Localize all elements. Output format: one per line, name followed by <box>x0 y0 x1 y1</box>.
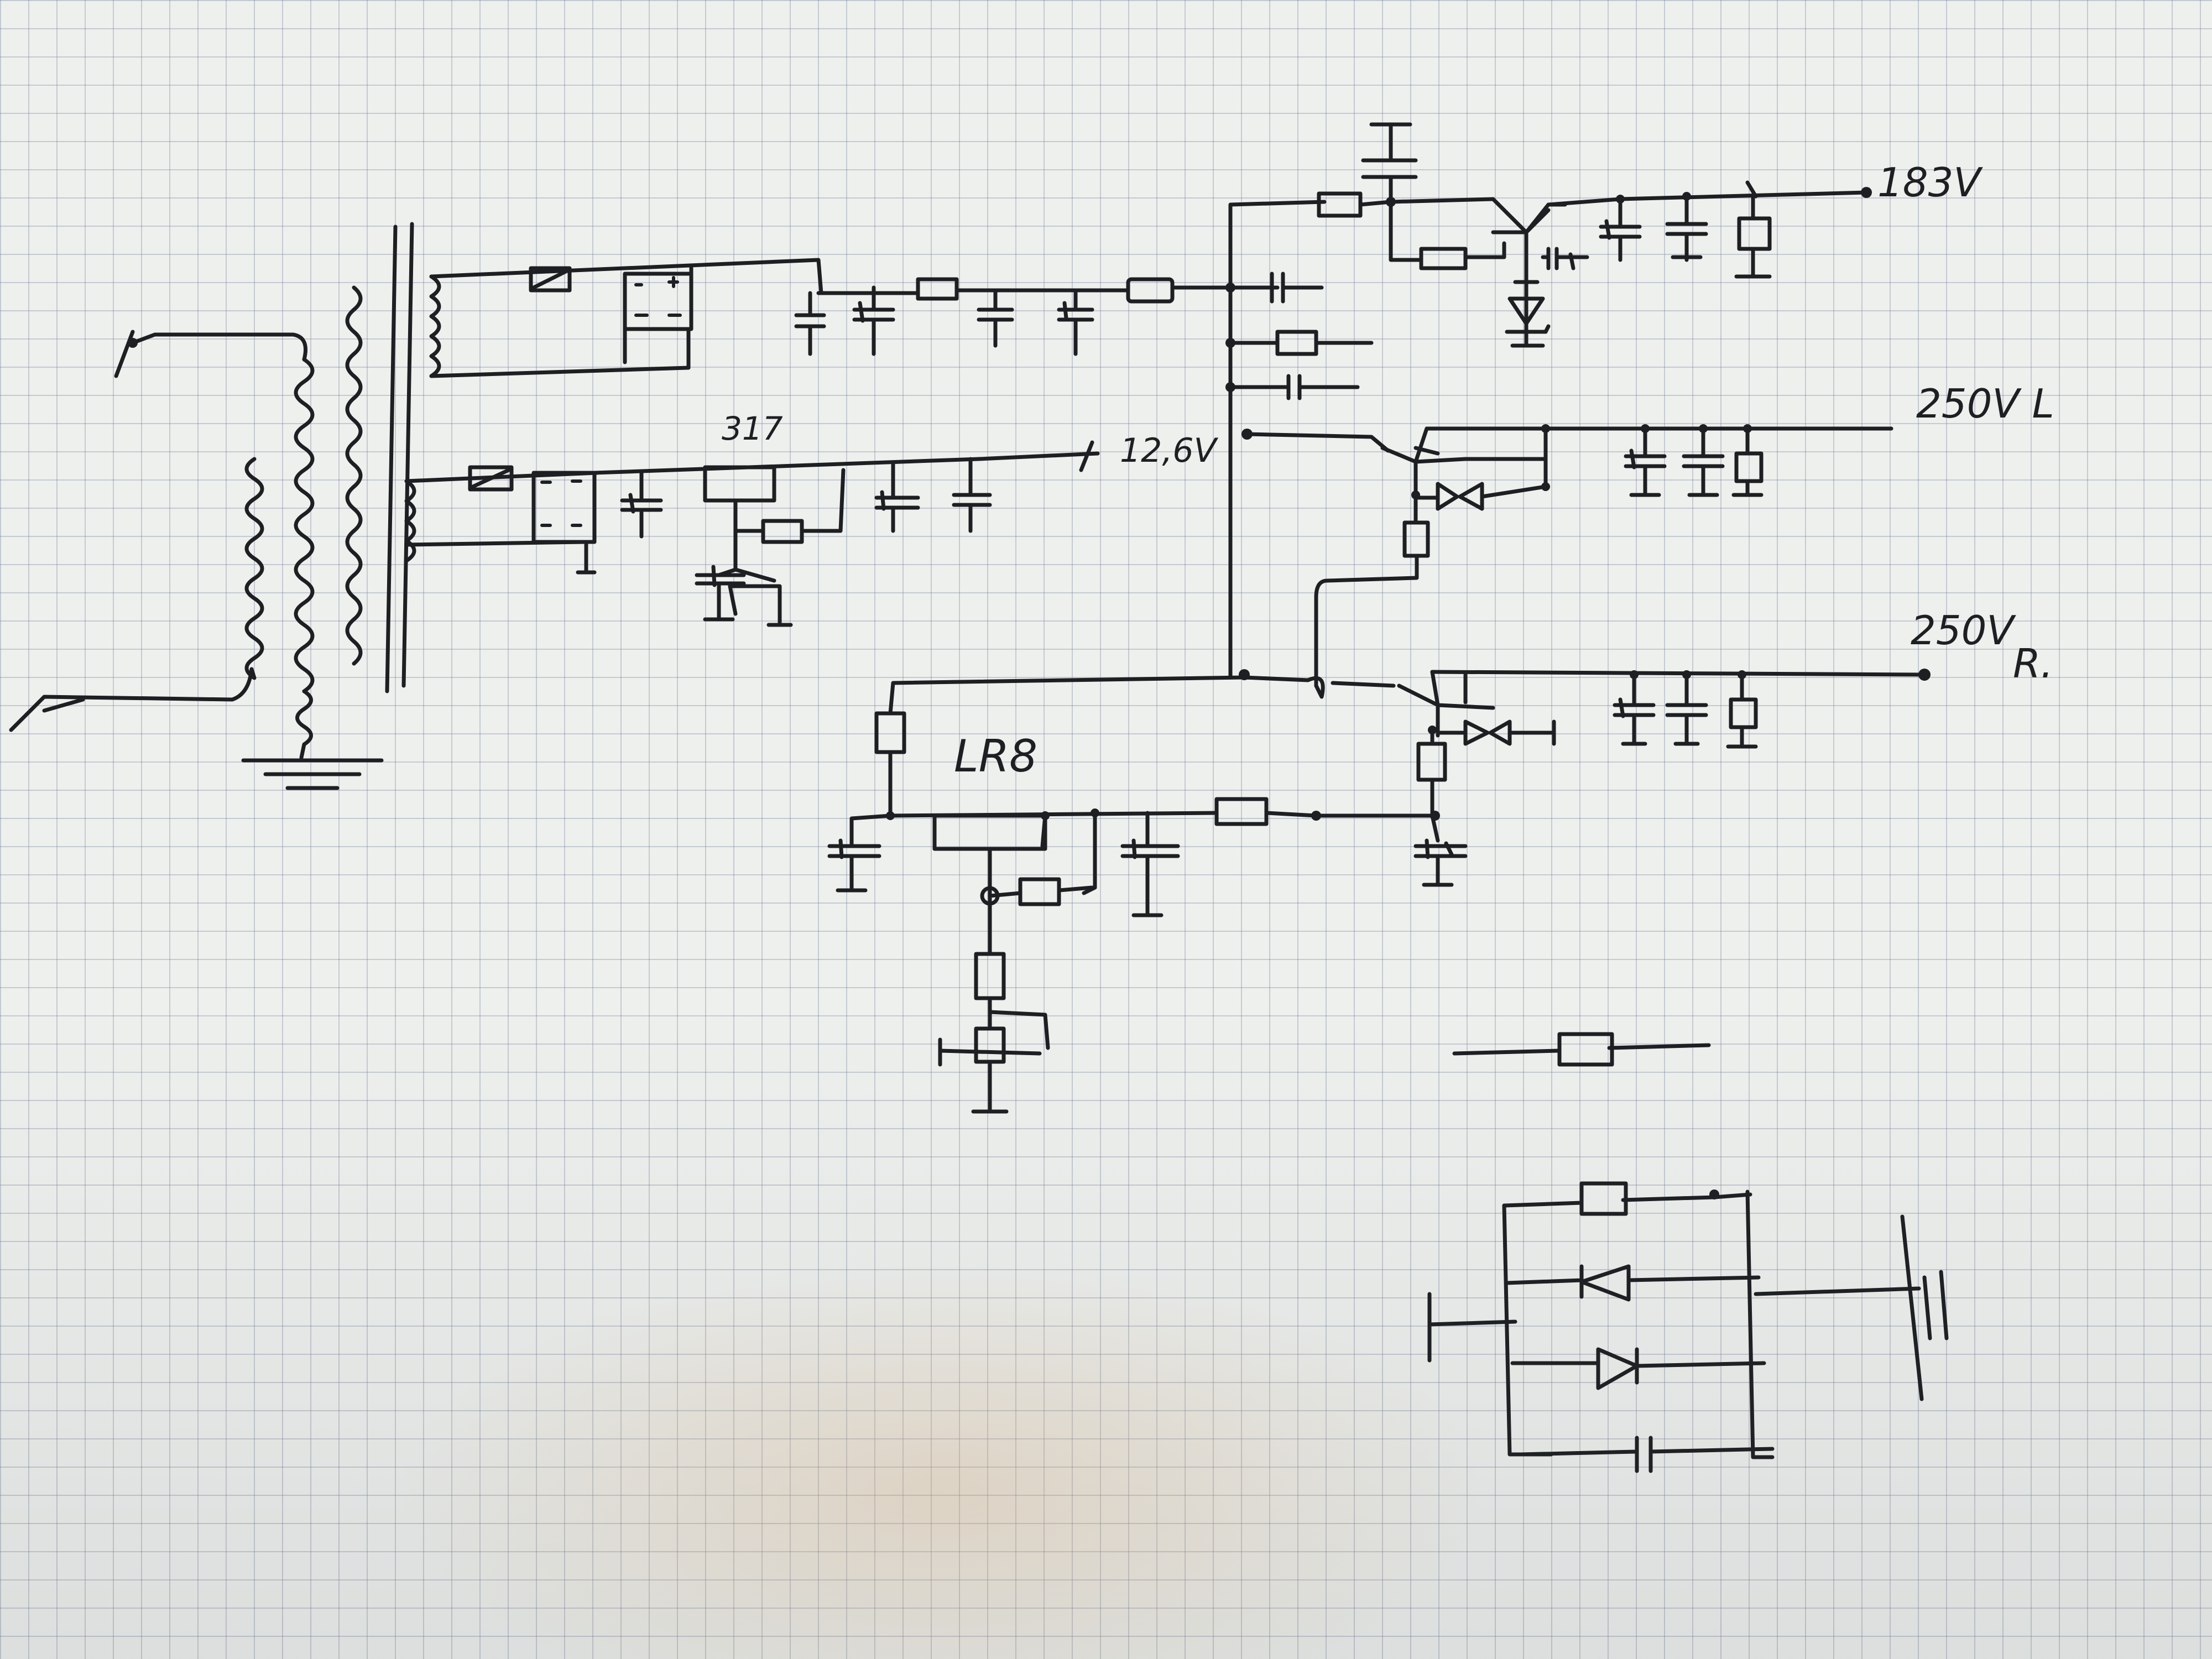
detail-network-capacitor <box>1519 1436 1775 1473</box>
heater-capacitor-1 <box>620 469 663 539</box>
lr8-section <box>827 675 1318 1114</box>
hv-bypass-cap-3 <box>1228 374 1360 400</box>
hv-bypass-cap-1 <box>1228 272 1324 304</box>
out250R-bleeder-resistor <box>1726 672 1758 749</box>
mains-lead-bottom <box>9 667 254 732</box>
ground-symbol <box>241 758 384 790</box>
reg183-output-line <box>1546 190 1869 207</box>
lr8-feed-line <box>888 675 1246 716</box>
label-250v-right-suffix: R. <box>2013 640 2053 687</box>
hv-capacitor-4 <box>1057 288 1094 356</box>
label-12-6v: 12,6V <box>1120 431 1219 470</box>
transformer-core-line-2 <box>401 222 414 688</box>
primary-winding-b <box>244 457 264 680</box>
heater-bridge-rectifier <box>531 471 597 544</box>
reg250L-mosfet <box>1380 426 1548 500</box>
heater-fuse <box>468 465 514 492</box>
reg250L-input <box>1245 426 1893 453</box>
hv-bottom-wire <box>429 366 691 378</box>
out183-capacitor-1 <box>1599 197 1642 262</box>
hv-top-wire <box>429 258 823 295</box>
regulator-adj-capacitor <box>695 565 793 627</box>
out183-terminal <box>1861 187 1872 198</box>
heater-bus <box>592 457 981 475</box>
lr8-set-resistor <box>1018 877 1061 906</box>
out183-capacitor-2 <box>1665 194 1708 262</box>
out250L-capacitor-1 <box>1624 426 1667 497</box>
detail-network-diode-1 <box>1505 1264 1761 1302</box>
lr8-adjust-trimmer <box>974 1026 1006 1064</box>
heater-capacitor-2 <box>874 462 920 533</box>
mains-lead-top-tick <box>114 330 135 378</box>
hv-capacitor-1 <box>794 291 826 356</box>
hv-capacitor-3 <box>977 288 1014 348</box>
regulator-sense-resistor <box>761 519 804 544</box>
out250L-capacitor-2 <box>1682 426 1725 497</box>
detail-protection-network <box>1427 1181 1949 1473</box>
hv-filter-resistor-1 <box>916 277 959 301</box>
lr8-ic <box>932 813 1047 851</box>
detail-network-diode-2 <box>1510 1347 1766 1390</box>
heater-capacitor-3 <box>952 457 992 533</box>
mains-lead-bottom-tick <box>42 697 85 713</box>
reg250R-mosfet <box>1397 670 1495 738</box>
hv-capacitor-2 <box>852 285 895 356</box>
hv-main-bus <box>1228 200 1327 680</box>
detail-resistor <box>1452 1032 1711 1067</box>
heater-output-lead <box>977 440 1100 472</box>
label-250v-right: 250V <box>1911 607 2016 654</box>
reg250R-gate-resistor <box>1416 742 1447 782</box>
transformer-core-line-1 <box>385 225 398 693</box>
reg250L-gate-resistor <box>1402 520 1430 558</box>
lr8-output-resistor <box>1214 797 1269 826</box>
label-183v: 183V <box>1877 159 1983 206</box>
reg183-series-resistor <box>1317 191 1363 218</box>
hv-filter-resistor-2 <box>1126 277 1175 304</box>
detail-chassis-ground <box>1900 1214 1949 1401</box>
reg183-top-element <box>1361 122 1418 204</box>
hv-bypass-cap-2 <box>1228 330 1374 356</box>
out250R-terminal <box>1918 669 1931 681</box>
regulator-250v-left <box>1245 424 1893 688</box>
reg250R-input <box>1242 670 1927 699</box>
primary-winding-a <box>294 357 315 693</box>
reg183-base-resistor <box>1419 247 1468 270</box>
out250R-capacitor-2 <box>1665 672 1708 746</box>
label-250v-left: 250V L <box>1916 380 2054 427</box>
regulator-183v <box>1317 122 1872 348</box>
hv-filter-line <box>816 285 1233 295</box>
lr8-input-capacitor <box>827 813 893 893</box>
regulator-317 <box>703 465 776 503</box>
shield-winding <box>345 285 363 666</box>
out183-bleeder-resistor <box>1734 194 1772 279</box>
detail-network-resistor <box>1579 1181 1628 1216</box>
ground-winding <box>295 689 313 760</box>
label-lr8: LR8 <box>954 731 1037 782</box>
out250L-bleeder-resistor <box>1731 426 1764 497</box>
secondary-winding-hv <box>429 274 441 378</box>
mains-lead-top <box>131 332 307 362</box>
mains-transformer <box>9 222 414 790</box>
label-317: 317 <box>722 410 783 447</box>
out250R-capacitor-1 <box>1613 672 1656 746</box>
lr8-input-resistor <box>874 711 906 754</box>
hv-bridge-rectifier <box>623 272 693 331</box>
lr8-adjust-resistor <box>974 952 1006 1000</box>
hv-fuse <box>529 266 572 293</box>
reg250R-zener-pair <box>1436 719 1556 746</box>
reg183-zener-diode <box>1505 285 1551 348</box>
reg250R-gate-capacitor <box>1413 838 1468 887</box>
heater-secondary <box>404 440 1100 627</box>
regulator-250v-right <box>1242 669 1931 887</box>
reg183-bypass-cap <box>1541 247 1589 270</box>
hv-secondary <box>429 258 1374 400</box>
secondary-winding-heater <box>404 479 416 563</box>
reg250L-zener-pair <box>1413 457 1548 511</box>
lr8-output-capacitor <box>1120 811 1180 917</box>
lr8-adjust-ground <box>938 1037 1042 1114</box>
